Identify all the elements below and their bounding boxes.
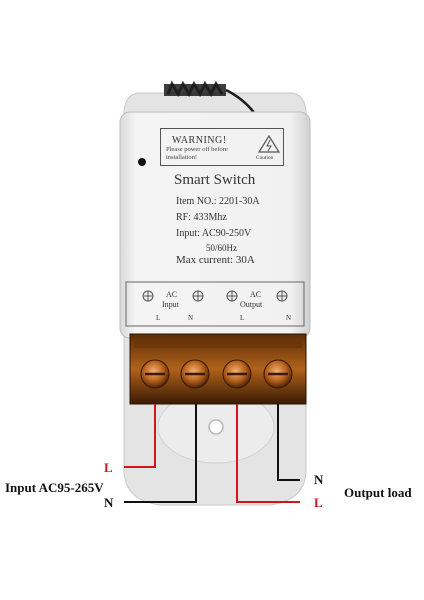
- mounting-hole: [208, 419, 224, 435]
- input-live-wire: [124, 404, 156, 468]
- pin-n-output: N: [286, 314, 292, 322]
- output-title: Output load: [344, 485, 412, 500]
- indicator-led: [138, 158, 146, 166]
- terminal-screw-symbols: [142, 290, 288, 302]
- input-live-label: L: [104, 460, 113, 475]
- input-neutral-label: N: [104, 495, 114, 510]
- terminal-block: [129, 333, 307, 405]
- input-title: Input AC95-265V: [5, 480, 104, 495]
- input-voltage: Input: AC90-250V: [176, 228, 252, 239]
- terminal-input-label: Input: [162, 300, 179, 309]
- item-number: Item NO.: 2201-30A: [176, 196, 260, 207]
- wiring: [124, 404, 300, 503]
- pin-l-input: L: [156, 314, 161, 322]
- output-neutral-label: N: [314, 472, 324, 487]
- output-live-wire: [236, 404, 300, 503]
- rf-frequency: RF: 433Mhz: [176, 212, 227, 223]
- terminal-output-label: Output: [240, 300, 263, 309]
- pin-l-output: L: [240, 314, 245, 322]
- terminal-output-ac: AC: [250, 290, 262, 299]
- output-live-label: L: [314, 495, 323, 510]
- input-neutral-wire: [124, 404, 197, 503]
- max-current: Max current: 30A: [176, 254, 255, 266]
- warning-title: WARNING!: [172, 135, 227, 146]
- mains-frequency: 50/60Hz: [206, 243, 237, 253]
- terminal-label-panel: [125, 281, 305, 327]
- output-neutral-wire: [277, 404, 300, 481]
- warning-box: [160, 128, 284, 166]
- caution-label: Caution: [256, 155, 274, 161]
- pin-n-input: N: [188, 314, 194, 322]
- caution-icon: [257, 134, 281, 153]
- device-name: Smart Switch: [174, 172, 256, 188]
- terminal-input-ac: AC: [166, 290, 178, 299]
- warning-text: Please power off before installation!: [166, 146, 228, 161]
